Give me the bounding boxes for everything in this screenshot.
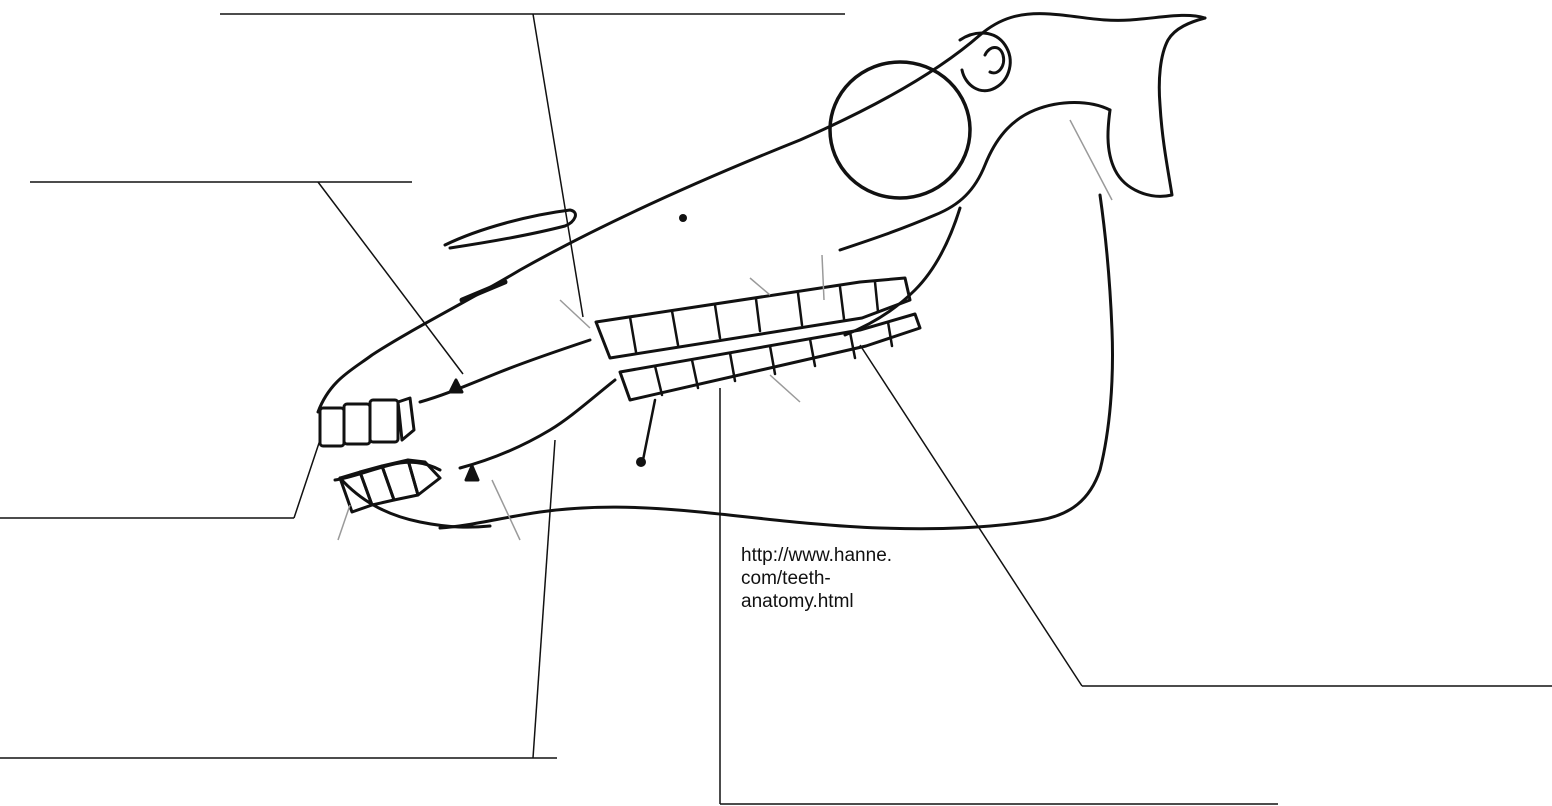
skull-dorsal-outline xyxy=(318,14,1205,412)
skull-occipital-outline xyxy=(1108,18,1205,196)
eye-socket xyxy=(830,62,970,198)
upper-jaw-bar xyxy=(420,340,590,402)
upper-canine xyxy=(450,380,462,392)
lower-canine xyxy=(466,466,478,480)
upper-cheek-teeth-dividers xyxy=(630,282,878,352)
upper-incisor-1 xyxy=(320,408,344,446)
leader-top xyxy=(533,14,583,317)
upper-incisor-3 xyxy=(370,400,398,442)
lower-jaw-bar xyxy=(460,380,615,468)
lower-cheek-teeth-row xyxy=(620,314,920,400)
mandible-ramus xyxy=(440,195,1113,529)
lower-tooth-root-dot xyxy=(636,457,646,467)
leader-bottom-left xyxy=(533,440,555,758)
horse-skull xyxy=(318,14,1205,529)
upper-incisor-2 xyxy=(344,404,370,444)
source-url-credit: http://www.hanne. com/teeth- anatomy.htm… xyxy=(741,544,971,613)
zygomatic-arch xyxy=(840,103,1110,251)
upper-mark-dot xyxy=(679,214,687,222)
orbit-inner-rim xyxy=(985,48,1004,73)
nasal-mark xyxy=(462,282,505,300)
upper-incisor-4 xyxy=(398,398,414,440)
lower-tooth-root-line xyxy=(643,400,655,460)
faint-guide-lines xyxy=(338,120,1112,540)
label-leaders xyxy=(0,14,1552,804)
leader-right xyxy=(860,345,1082,686)
nasal-bone xyxy=(445,210,575,248)
leader-middle-left xyxy=(294,440,320,518)
